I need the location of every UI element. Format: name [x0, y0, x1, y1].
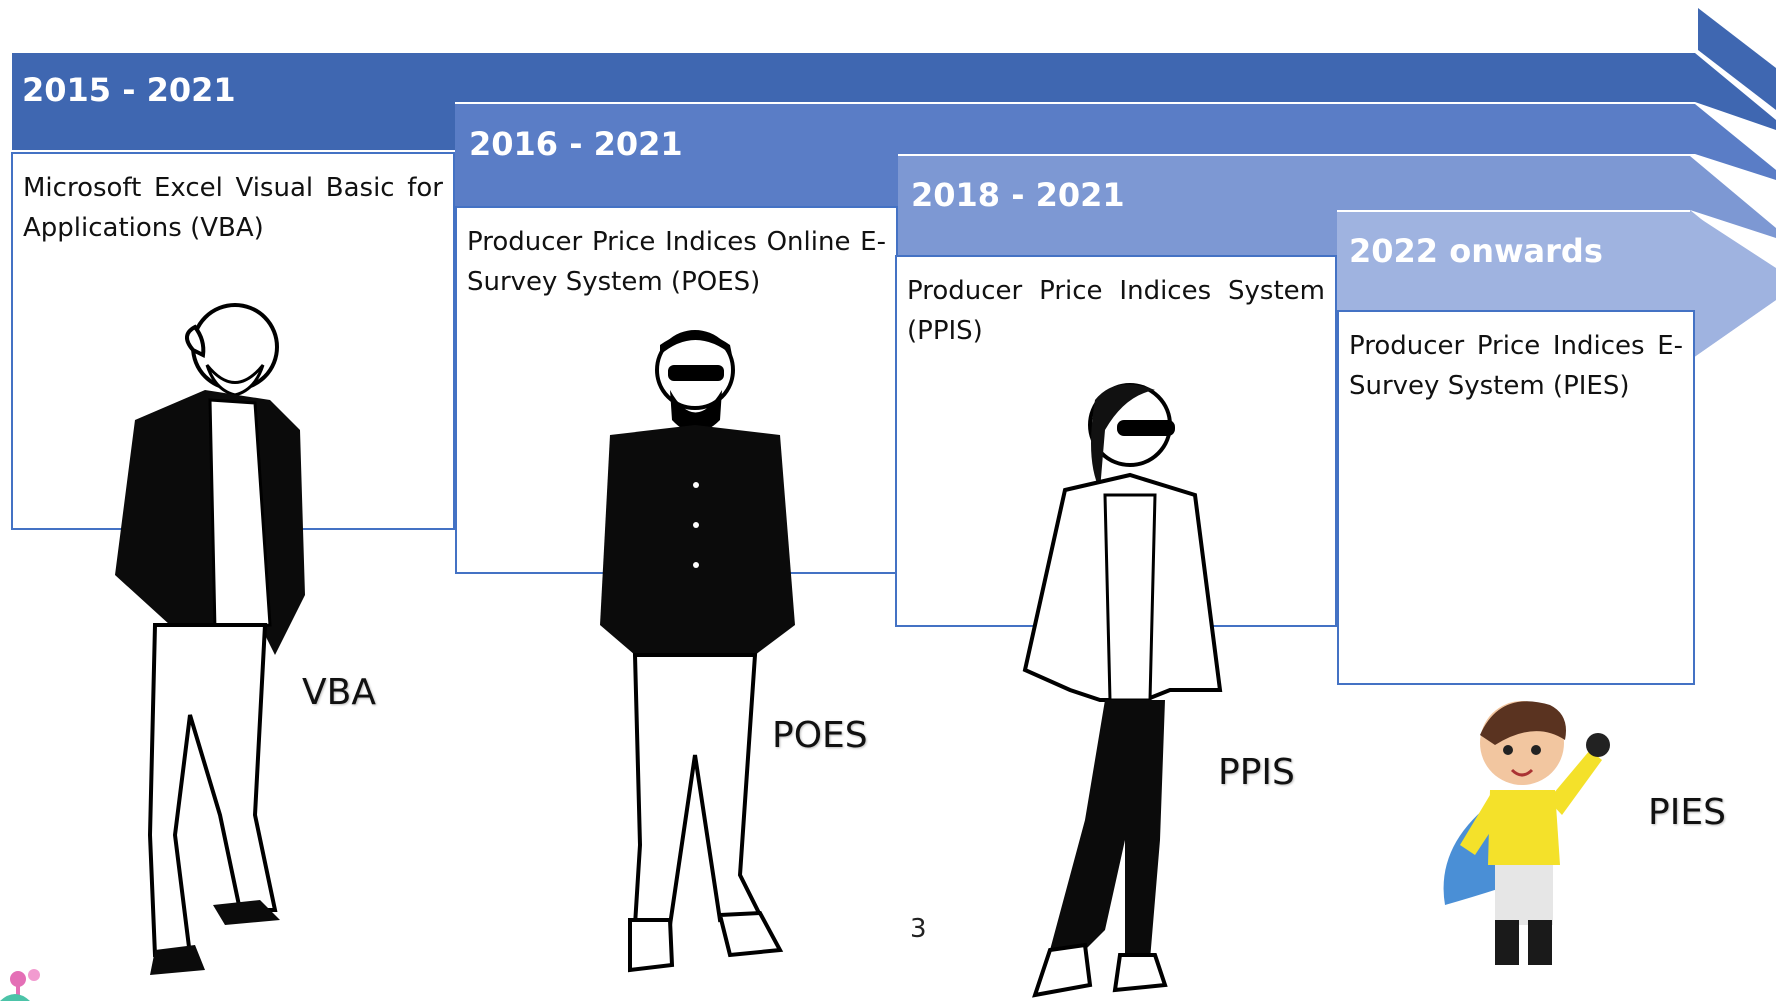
caption-pies: PIES	[1648, 792, 1726, 833]
old-man-illustration	[115, 303, 305, 975]
arrow-tip-4	[1690, 210, 1776, 360]
band-2016	[455, 104, 1776, 206]
band-2022	[1337, 212, 1776, 360]
period-label-2: 2016 - 2021	[469, 125, 683, 163]
page-number: 3	[910, 914, 927, 944]
system-name-1: Microsoft Excel Visual Basic for Applica…	[23, 173, 443, 243]
system-box-4: Producer Price Indices E-Survey System (…	[1337, 310, 1695, 685]
caption-vba: VBA	[302, 672, 376, 713]
caption-ppis: PPIS	[1218, 752, 1295, 793]
band-2015	[12, 53, 1776, 150]
period-label-4: 2022 onwards	[1349, 232, 1603, 270]
superhero-kid-illustration	[1443, 701, 1610, 965]
system-name-2: Producer Price Indices Online E-Survey S…	[467, 227, 886, 297]
bearded-man-illustration	[600, 330, 795, 973]
band-2018	[898, 156, 1776, 255]
logo-icon	[0, 969, 40, 1001]
woman-illustration	[1022, 383, 1223, 998]
system-name-3: Producer Price Indices System (PPIS)	[907, 276, 1325, 346]
caption-poes: POES	[772, 715, 868, 756]
system-name-4: Producer Price Indices E-Survey System (…	[1349, 331, 1683, 401]
period-label-1: 2015 - 2021	[22, 71, 236, 109]
arrow-tip-1	[1698, 8, 1776, 110]
period-label-3: 2018 - 2021	[911, 176, 1125, 214]
